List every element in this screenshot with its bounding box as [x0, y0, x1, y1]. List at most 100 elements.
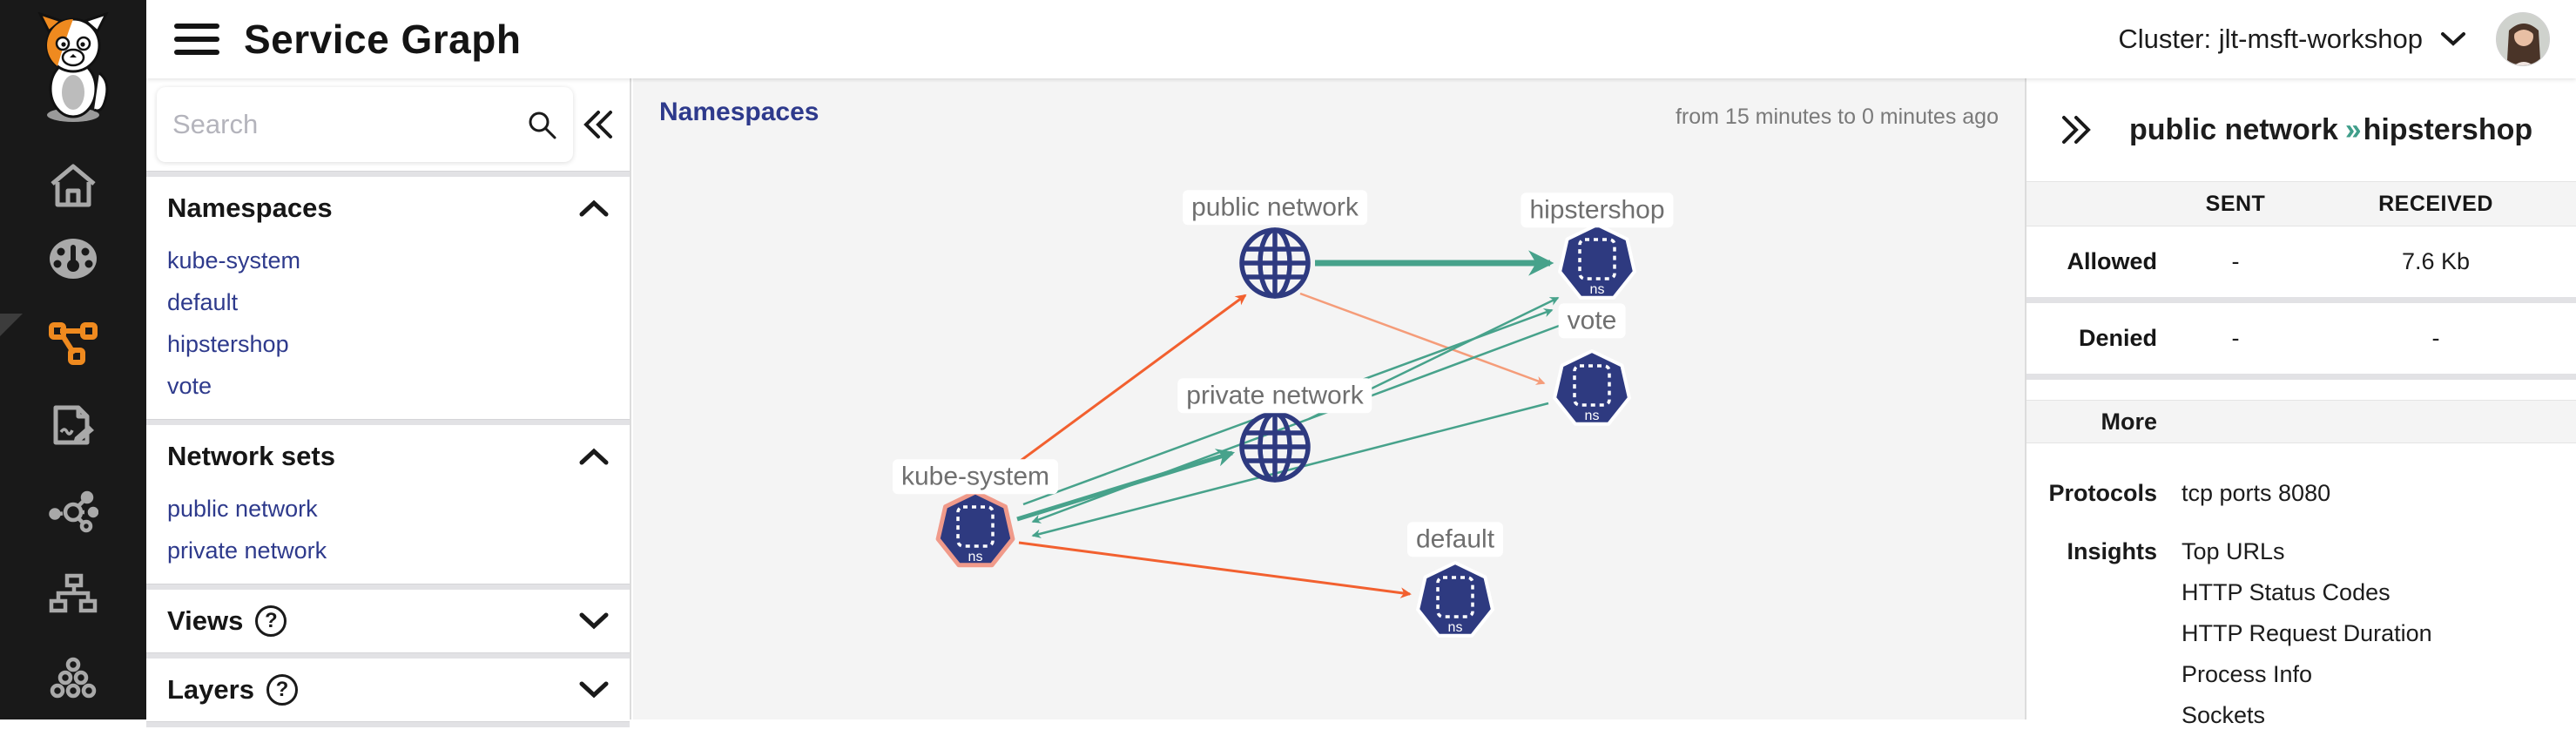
node-label-kube-system[interactable]: kube-system — [892, 459, 1059, 494]
node-label-hipstershop[interactable]: hipstershop — [1521, 193, 1674, 227]
graph-node-kube-system[interactable]: ns — [935, 490, 1015, 568]
edge-details-panel: public network ›› hipstershop SENT RECEI… — [2025, 78, 2576, 728]
list-item-hipstershop[interactable]: hipstershop — [167, 330, 289, 357]
node-label-default[interactable]: default — [1406, 522, 1504, 557]
list-item-vote[interactable]: vote — [167, 372, 212, 399]
traffic-row-allowed: Allowed-7.6 Kb — [2026, 226, 2576, 303]
insight-link-sockets[interactable]: Sockets — [2182, 702, 2266, 728]
section-items-network-sets: public network private network — [146, 488, 630, 584]
search-row — [146, 78, 630, 171]
graph-breadcrumb: Namespaces — [659, 98, 819, 126]
more-section-toggle[interactable]: More — [2026, 400, 2576, 443]
cluster-selector-label: Cluster: jlt-msft-workshop — [2118, 24, 2423, 54]
traffic-table-header: SENT RECEIVED — [2026, 181, 2576, 226]
edge-target: hipstershop — [2363, 112, 2533, 146]
panel-divider — [146, 419, 630, 425]
chevron-up-icon[interactable] — [579, 199, 609, 217]
help-icon[interactable]: ? — [266, 674, 298, 706]
section-header-namespaces[interactable]: Namespaces — [146, 177, 630, 240]
col-sent: SENT — [2205, 191, 2266, 216]
expand-panel-icon[interactable] — [2060, 115, 2093, 145]
graph-node-hipstershop[interactable]: ns — [1558, 223, 1636, 300]
list-item-default[interactable]: default — [167, 288, 239, 315]
protocols-row: Protocols tcp ports 8080 — [2026, 480, 2576, 507]
panel-divider — [146, 721, 630, 727]
section-items-namespaces: kube-system default hipstershop vote — [146, 240, 630, 419]
insight-link-process-info[interactable]: Process Info — [2182, 661, 2313, 687]
network-icon[interactable] — [45, 483, 101, 539]
help-icon[interactable]: ? — [255, 605, 287, 637]
list-item-private-network[interactable]: private network — [167, 537, 327, 564]
edge-kube-system-to-public-network[interactable] — [984, 294, 1247, 489]
edge-source: public network — [2129, 112, 2338, 146]
graph-node-default[interactable]: ns — [1416, 561, 1494, 638]
app-sidebar — [0, 0, 146, 719]
policies-icon[interactable] — [45, 398, 101, 454]
tigera-logo — [23, 11, 124, 128]
node-label-private-network[interactable]: private network — [1177, 378, 1372, 413]
graph-node-vote[interactable]: ns — [1553, 349, 1631, 426]
graph-node-private-network[interactable] — [1239, 411, 1311, 483]
chevron-up-icon[interactable] — [579, 448, 609, 465]
filter-panel: Namespaces kube-system default hipstershop v… — [146, 78, 631, 727]
hierarchy-icon[interactable] — [45, 566, 101, 622]
list-item-kube-system[interactable]: kube-system — [167, 247, 301, 274]
node-label-public-network[interactable]: public network — [1183, 190, 1367, 225]
namespace-badge: ns — [968, 550, 983, 564]
cluster-selector[interactable]: Cluster: jlt-msft-workshop — [2118, 24, 2466, 55]
dashboard-icon[interactable] — [45, 231, 101, 287]
page-title: Service Graph — [244, 17, 522, 62]
time-range-label: from 15 minutes to 0 minutes ago — [1675, 105, 1999, 129]
insight-link-http-request-duration[interactable]: HTTP Request Duration — [2182, 620, 2432, 646]
clusters-icon[interactable] — [45, 650, 101, 706]
service-graph-canvas[interactable]: Namespaces from 15 minutes to 0 minutes … — [633, 78, 2025, 719]
insights-label: Insights — [2067, 538, 2157, 564]
row-label: Allowed — [2067, 248, 2157, 274]
chevron-down-icon[interactable] — [579, 612, 609, 630]
graph-svg: ns ns ns ns — [935, 223, 1636, 638]
panel-divider — [146, 171, 630, 177]
edge-vote-to-kube-system[interactable] — [1031, 402, 1549, 538]
user-avatar[interactable] — [2496, 12, 2550, 66]
section-header-network-sets[interactable]: Network sets — [146, 425, 630, 488]
graph-node-public-network[interactable] — [1239, 227, 1311, 299]
collapse-panel-icon[interactable] — [583, 110, 614, 139]
details-header: public network ›› hipstershop — [2026, 78, 2576, 181]
node-label-vote[interactable]: vote — [1558, 303, 1626, 338]
chevron-down-icon[interactable] — [579, 681, 609, 699]
sent-value: - — [2231, 325, 2240, 351]
protocols-value: tcp ports 8080 — [2182, 480, 2331, 506]
edge-breadcrumb: public network ›› hipstershop — [2129, 113, 2532, 147]
more-label: More — [2101, 408, 2157, 435]
hamburger-menu-icon[interactable] — [174, 22, 219, 57]
insight-link-top-urls[interactable]: Top URLs — [2182, 538, 2285, 564]
topbar: Service Graph Cluster: jlt-msft-workshop — [146, 0, 2576, 78]
edge-kube-system-to-default[interactable] — [1018, 541, 1412, 598]
section-header-views[interactable]: Views? — [146, 590, 630, 652]
edge-public-network-to-vote[interactable] — [1299, 292, 1546, 385]
received-value: - — [2431, 325, 2440, 351]
section-label: Views — [167, 605, 244, 636]
home-icon[interactable] — [45, 158, 101, 213]
section-label: Network sets — [167, 441, 335, 471]
protocols-label: Protocols — [2048, 480, 2157, 506]
sent-value: - — [2231, 248, 2240, 274]
section-label: Layers — [167, 674, 254, 705]
chevron-down-icon — [2441, 32, 2465, 46]
search-icon[interactable] — [526, 109, 557, 140]
section-header-layers[interactable]: Layers? — [146, 659, 630, 721]
namespace-badge: ns — [1585, 409, 1600, 423]
search-input[interactable] — [172, 109, 526, 140]
namespace-badge: ns — [1590, 282, 1605, 297]
list-item-public-network[interactable]: public network — [167, 495, 318, 522]
edge-kube-system-to-private-network[interactable] — [1016, 449, 1236, 522]
row-label: Denied — [2078, 325, 2157, 351]
col-received: RECEIVED — [2378, 191, 2493, 216]
panel-divider — [146, 584, 630, 590]
search-box — [157, 87, 573, 162]
insight-link-http-status-codes[interactable]: HTTP Status Codes — [2182, 579, 2391, 605]
service-graph-icon[interactable] — [45, 315, 101, 371]
namespace-badge: ns — [1448, 620, 1463, 635]
edge-direction-icon: ›› — [2344, 112, 2362, 146]
